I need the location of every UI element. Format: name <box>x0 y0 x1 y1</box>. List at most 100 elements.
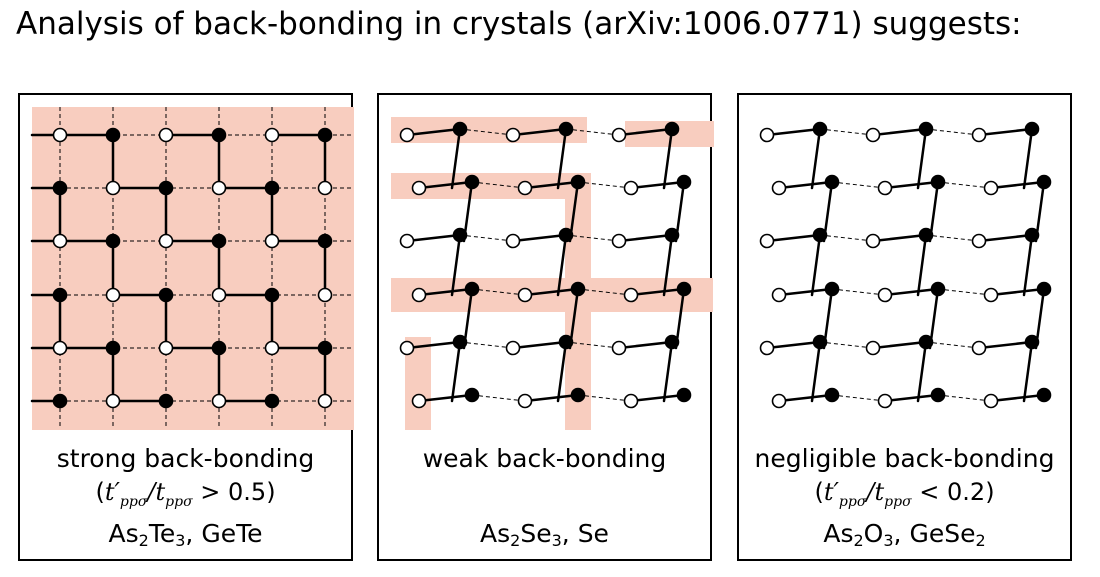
formula-text: Se <box>520 519 552 548</box>
weak-bond <box>937 288 992 296</box>
strong-bond <box>989 287 1046 297</box>
filled-atom <box>558 227 574 243</box>
strong-bond <box>777 393 834 403</box>
strong-bond <box>556 233 568 297</box>
open-atom <box>211 393 227 409</box>
formula-sub: 3 <box>175 531 186 550</box>
strong-bond <box>523 287 580 297</box>
open-atom <box>264 127 280 143</box>
formula-text: , GeSe <box>893 519 976 548</box>
filled-atom <box>52 393 68 409</box>
filled-atom <box>1024 121 1040 137</box>
open-atom <box>611 127 627 143</box>
ratio-slash: / <box>866 478 875 506</box>
open-atom <box>971 340 987 356</box>
open-atom <box>759 340 775 356</box>
weak-bond <box>831 394 886 402</box>
strong-bond <box>871 340 928 350</box>
strong-bond <box>883 393 940 403</box>
strong-bond <box>662 127 674 190</box>
strong-bond <box>405 233 462 243</box>
open-atom <box>211 287 227 303</box>
ratio-rhs: t <box>155 478 166 506</box>
filled-atom <box>930 174 946 190</box>
caption-formula: As2Te3, GeTe <box>20 517 351 557</box>
ratio-lhs-sub: ppσ <box>838 493 867 510</box>
strong-bond <box>810 127 822 190</box>
ratio-rhs-sub: ppσ <box>884 493 912 510</box>
strong-bond <box>871 233 928 243</box>
panel-strong: strong back-bonding (t′ppσ/tppσ > 0.5) A… <box>18 93 354 561</box>
weak-bond <box>577 181 632 189</box>
strong-bond <box>916 127 928 190</box>
open-atom <box>983 180 999 196</box>
open-atom <box>317 393 333 409</box>
lattice-weak-diagram <box>391 117 714 430</box>
formula-text: , GeTe <box>185 519 263 548</box>
strong-bond <box>977 127 1034 137</box>
filled-atom <box>105 127 121 143</box>
filled-atom <box>211 127 227 143</box>
filled-atom <box>930 387 946 403</box>
formula-text: As <box>823 519 854 548</box>
ratio-lhs: t′ <box>104 478 120 506</box>
filled-atom <box>918 227 934 243</box>
open-atom <box>52 127 68 143</box>
open-atom <box>771 393 787 409</box>
weak-bond <box>819 128 874 136</box>
ratio-rhs-sub: ppσ <box>165 493 193 510</box>
open-atom <box>317 287 333 303</box>
filled-atom <box>464 387 480 403</box>
filled-atom <box>558 334 574 350</box>
strong-bond <box>523 393 580 403</box>
formula-sub: 3 <box>551 531 562 550</box>
strong-bond <box>989 180 1046 190</box>
weak-bond <box>937 394 992 402</box>
open-atom <box>399 340 415 356</box>
strong-bond <box>662 233 674 297</box>
strong-bond <box>405 127 462 137</box>
weak-bond <box>831 288 886 296</box>
open-atom <box>517 180 533 196</box>
strong-bond <box>556 127 568 190</box>
strong-bond <box>629 180 686 190</box>
filled-atom <box>824 281 840 297</box>
strong-bond <box>511 340 568 350</box>
weak-bond <box>925 341 980 349</box>
open-atom <box>771 287 787 303</box>
weak-bond <box>565 234 620 242</box>
strong-bond <box>871 127 928 137</box>
ratio-operator: < <box>919 478 940 506</box>
filled-atom <box>558 121 574 137</box>
filled-atom <box>317 340 333 356</box>
filled-atom <box>317 127 333 143</box>
caption-description: weak back-bonding <box>422 444 667 473</box>
filled-atom <box>664 334 680 350</box>
open-atom <box>611 340 627 356</box>
strong-bond <box>810 233 822 297</box>
open-atom <box>317 180 333 196</box>
open-atom <box>877 393 893 409</box>
strong-bond <box>417 393 474 403</box>
strong-bond <box>405 340 462 350</box>
open-atom <box>399 233 415 249</box>
open-atom <box>877 287 893 303</box>
weak-bond <box>459 234 514 242</box>
filled-atom <box>264 180 280 196</box>
strong-bond <box>662 340 674 403</box>
strong-bond <box>883 287 940 297</box>
open-atom <box>983 393 999 409</box>
filled-atom <box>1036 174 1052 190</box>
strong-bond <box>765 127 822 137</box>
filled-atom <box>264 393 280 409</box>
open-atom <box>623 287 639 303</box>
weak-bond <box>471 394 526 402</box>
open-atom <box>623 180 639 196</box>
filled-atom <box>464 281 480 297</box>
filled-atom <box>676 387 692 403</box>
panel-negligible: negligible back-bonding (t′ppσ/tppσ < 0.… <box>737 93 1072 561</box>
weak-bond <box>937 181 992 189</box>
filled-atom <box>158 287 174 303</box>
strong-bond <box>977 340 1034 350</box>
filled-atom <box>1036 281 1052 297</box>
